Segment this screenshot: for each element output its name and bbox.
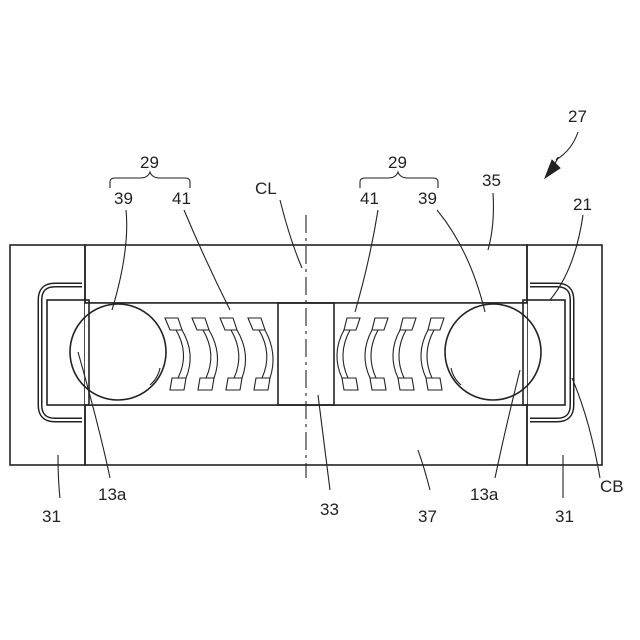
brace-29-right [360,172,438,188]
end-shell-right [523,285,572,420]
label-CB: CB [600,477,624,496]
label-41-left: 41 [172,189,191,208]
label-39-left: 39 [114,189,133,208]
label-CL: CL [255,179,277,198]
label-29-left: 29 [140,153,159,172]
brace-29-left [110,172,190,188]
label-41-right: 41 [360,189,379,208]
label-39-right: 39 [418,189,437,208]
end-shell-left [40,285,89,420]
label-29-right: 29 [388,153,407,172]
label-13a-left: 13a [98,485,127,504]
label-37: 37 [418,507,437,526]
label-21: 21 [573,195,592,214]
label-31-left: 31 [42,507,61,526]
label-13a-right: 13a [470,485,499,504]
label-33: 33 [320,500,339,519]
label-35: 35 [482,171,501,190]
label-27: 27 [568,107,587,126]
arrow-27 [545,132,578,178]
label-31-right: 31 [555,507,574,526]
